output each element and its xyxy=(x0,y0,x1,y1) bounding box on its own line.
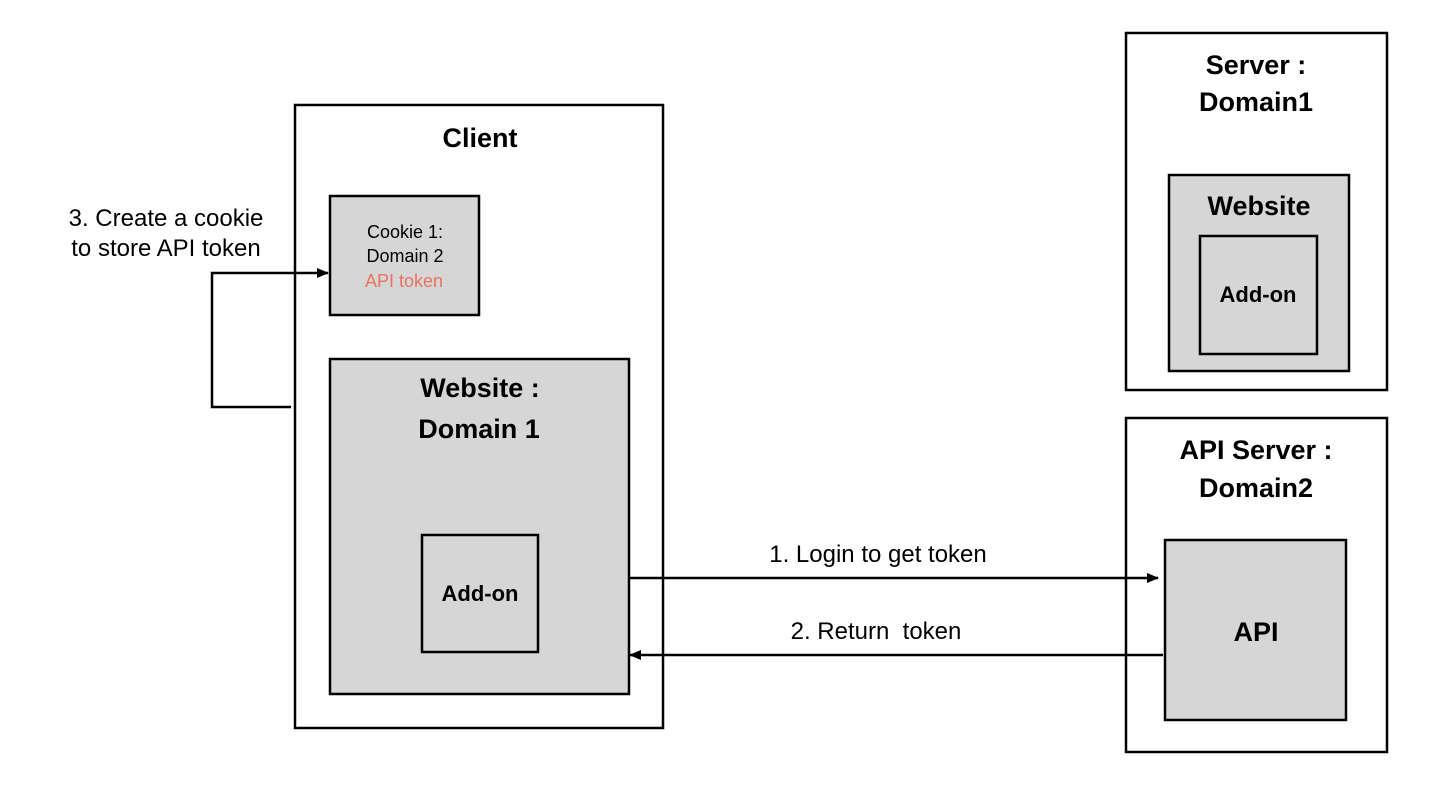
server-website-label: Website xyxy=(1207,191,1310,221)
login-arrow-label: 1. Login to get token xyxy=(769,541,987,568)
client-website-line1: Website : xyxy=(420,373,540,403)
client-website-line2: Domain 1 xyxy=(418,414,540,444)
api-box xyxy=(1163,538,1348,722)
server-title-line1: Server : xyxy=(1206,50,1307,80)
api-label: API xyxy=(1233,617,1278,647)
cookie-label-line2: Domain 2 xyxy=(366,246,443,266)
server-title-line2: Domain1 xyxy=(1199,87,1313,117)
return-token-arrow-label: 2. Return token xyxy=(791,618,962,645)
server-addon-box xyxy=(1198,234,1319,356)
client-website-box xyxy=(328,357,631,696)
api-server-title-line2: Domain2 xyxy=(1199,473,1313,503)
cookie-box xyxy=(328,194,481,317)
client-addon-label: Add-on xyxy=(442,581,519,606)
create-cookie-label-line2: to store API token xyxy=(71,235,260,262)
api-server-title-line1: API Server : xyxy=(1179,435,1332,465)
cookie-label-line1: Cookie 1: xyxy=(367,222,443,242)
cookie-api-token: API token xyxy=(365,271,443,291)
create-cookie-label-line1: 3. Create a cookie xyxy=(69,205,264,232)
client-title: Client xyxy=(442,123,517,153)
client-addon-box xyxy=(420,533,540,654)
create-cookie-arrow xyxy=(210,268,329,409)
server-addon-label: Add-on xyxy=(1220,282,1297,307)
